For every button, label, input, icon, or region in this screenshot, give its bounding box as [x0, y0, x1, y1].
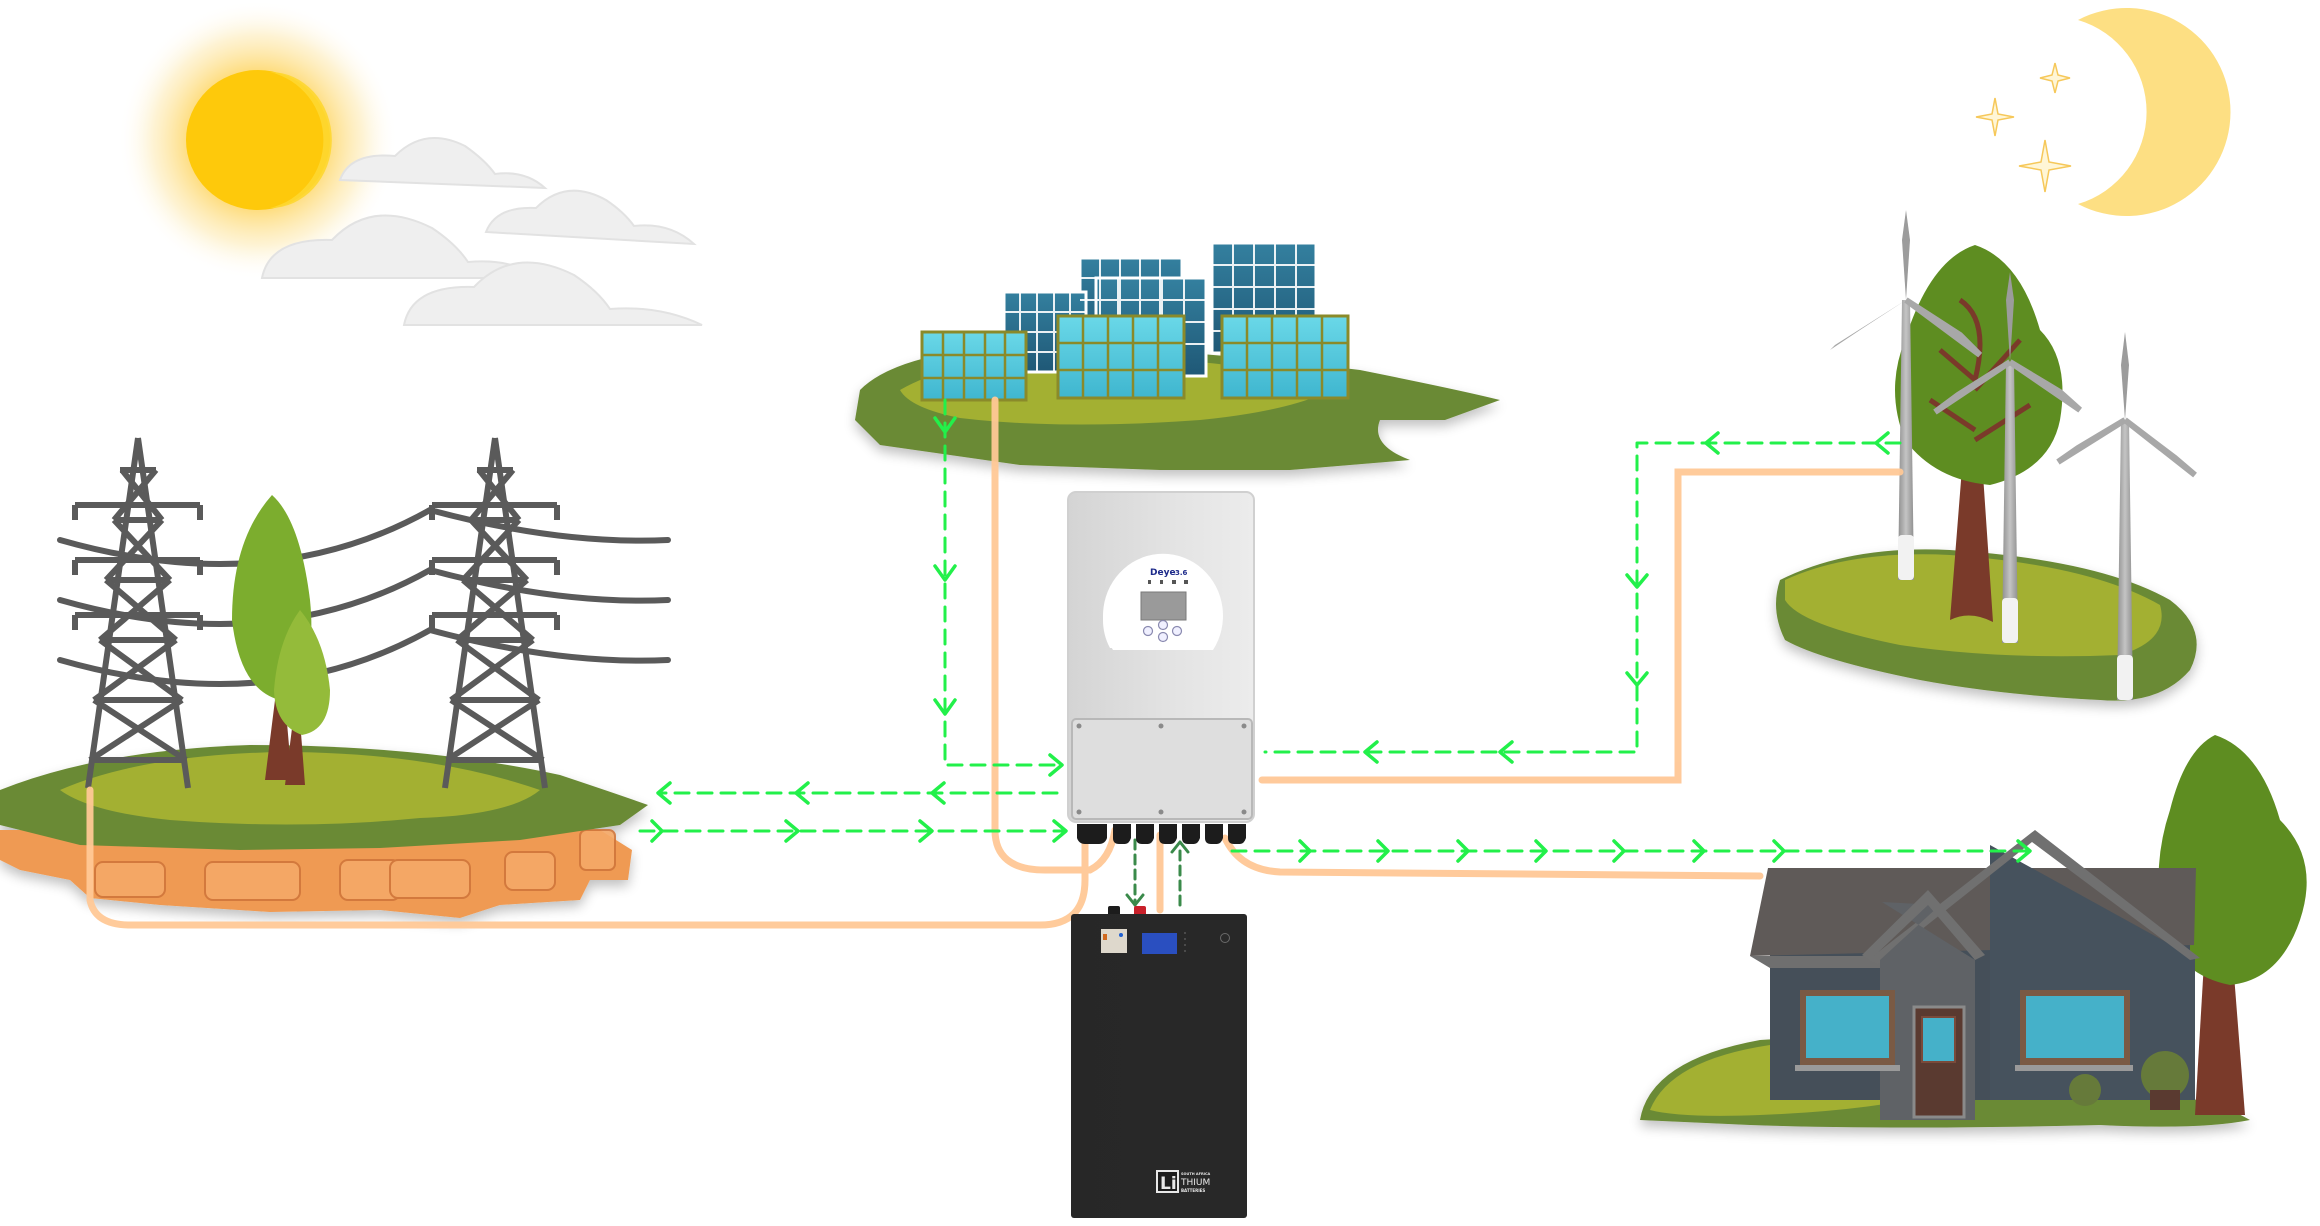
flow-arrows	[638, 398, 2032, 907]
inverter-button-up[interactable]	[1157, 619, 1169, 631]
grid-node	[0, 745, 648, 918]
inverter[interactable]: Deye 3.6	[1067, 491, 1255, 844]
svg-text:Li: Li	[1160, 1174, 1177, 1194]
house-icon	[1750, 830, 2200, 1120]
wind-cable	[1258, 468, 1904, 784]
inverter-model: 3.6	[1175, 569, 1188, 577]
inverter-led-indicators	[1148, 580, 1188, 584]
inverter-button-esc[interactable]	[1142, 625, 1154, 637]
house-cable	[1221, 834, 1764, 880]
inverter-button-enter[interactable]	[1171, 625, 1183, 637]
inverter-button-down[interactable]	[1157, 631, 1169, 643]
moon-icon	[2078, 7, 2231, 216]
svg-text:SOUTH AFRICA: SOUTH AFRICA	[1181, 1172, 1211, 1176]
pylon-icon	[72, 437, 560, 789]
star-icon	[1975, 62, 2072, 193]
solar-cable	[991, 396, 1119, 874]
power-line	[57, 506, 671, 687]
battery-lcd-screen	[1142, 933, 1177, 954]
battery-negative-terminal	[1108, 906, 1120, 916]
svg-text:BATTERIES: BATTERIES	[1181, 1188, 1205, 1193]
battery-brand-logo: Li SOUTH AFRICA THIUM BATTERIES	[1156, 1170, 1211, 1194]
flow-solar-to-inverter	[943, 398, 1062, 767]
tree-icon	[2158, 735, 2307, 1115]
inverter-wiring-cover	[1071, 718, 1253, 820]
flow-wind-to-inverter	[1263, 441, 1902, 754]
cable	[86, 396, 1904, 929]
svg-text:THIUM: THIUM	[1180, 1178, 1210, 1188]
battery-breaker-switch[interactable]	[1101, 929, 1127, 953]
inverter-lcd-screen	[1140, 591, 1187, 621]
battery-positive-terminal	[1134, 906, 1146, 916]
tree-icon	[232, 495, 330, 785]
solar-panel-icon	[920, 241, 1350, 402]
flow-chevrons	[650, 416, 2032, 863]
grid-cable	[86, 786, 1089, 929]
wind-node	[1776, 549, 2197, 701]
wind-turbine-icon	[1830, 210, 2197, 700]
pylon-left	[72, 437, 203, 789]
sun-icon	[118, 0, 398, 280]
pylon-right	[429, 437, 560, 789]
tree-icon	[1895, 245, 2063, 622]
inverter-buttons	[1142, 619, 1183, 643]
battery[interactable]: Li SOUTH AFRICA THIUM BATTERIES	[1071, 906, 1247, 1218]
inverter-cable-glands	[1077, 824, 1246, 844]
battery-flow-chevrons	[1125, 840, 1190, 907]
battery-power-button[interactable]	[1220, 933, 1230, 943]
inverter-brand: Deye	[1150, 568, 1176, 578]
cloud-icon	[260, 137, 703, 326]
